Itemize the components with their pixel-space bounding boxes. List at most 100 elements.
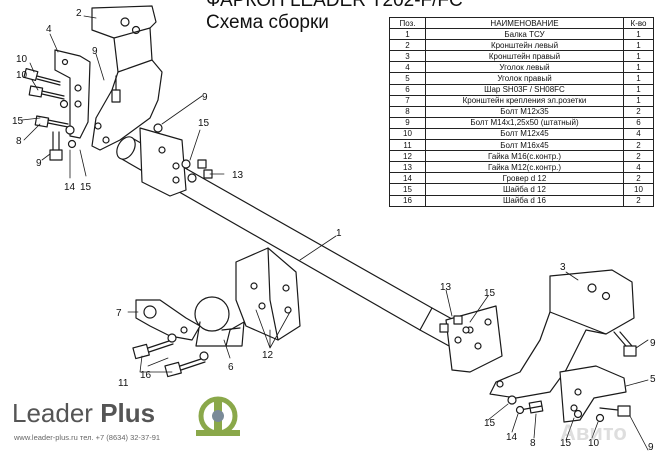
row-qty: 1 — [623, 39, 654, 52]
row-name: Кронштейн левый — [425, 39, 624, 52]
row-qty: 6 — [623, 116, 654, 129]
callout-9-left: 9 — [36, 158, 42, 169]
row-qty: 1 — [623, 28, 654, 41]
callout-8-right: 8 — [530, 438, 536, 449]
callout-15-right-top: 15 — [484, 288, 496, 299]
callout-9-bottom-right: 9 — [648, 442, 654, 453]
socket-bracket-part — [135, 299, 201, 341]
row-pos: 5 — [389, 72, 426, 85]
brand-name: Leader Plus — [12, 398, 155, 429]
row-pos: 8 — [389, 105, 426, 118]
diagram-title-line2: Схема сборки — [206, 12, 329, 33]
callout-5: 5 — [650, 374, 656, 385]
callout-12: 12 — [262, 350, 274, 361]
diagram-title-line1: ФАРКОП LEADER T202-F/FC — [206, 0, 463, 11]
callout-3: 3 — [560, 262, 566, 273]
callout-11: 11 — [118, 378, 129, 389]
callout-9-top: 9 — [92, 46, 98, 57]
crossbar-beam-part — [116, 127, 503, 373]
callout-13-left: 13 — [232, 170, 244, 181]
callout-14-left: 14 — [64, 182, 76, 193]
row-name: Кронштейн правый — [425, 50, 624, 63]
col-header-pos: Поз. — [389, 16, 426, 30]
row-name: Болт M12x45 — [425, 127, 624, 141]
left-angle-part — [54, 49, 91, 139]
callout-15-right-bottom2: 15 — [560, 438, 572, 449]
row-pos: 16 — [389, 194, 426, 207]
row-qty: 2 — [623, 194, 654, 207]
row-pos: 7 — [389, 94, 426, 107]
callout-13-right: 13 — [440, 282, 452, 293]
row-pos: 10 — [389, 127, 426, 141]
row-qty: 1 — [623, 72, 654, 85]
row-qty: 1 — [623, 61, 654, 74]
row-name: Болт M12x35 — [425, 105, 624, 118]
row-qty: 1 — [623, 83, 654, 96]
callout-16: 16 — [140, 370, 152, 381]
callout-10-mid: 10 — [16, 70, 28, 81]
row-name: Уголок левый — [425, 61, 624, 74]
row-pos: 1 — [389, 28, 426, 41]
row-pos: 2 — [389, 39, 426, 52]
col-header-name: НАИМЕНОВАНИЕ — [425, 16, 624, 30]
row-qty: 2 — [623, 139, 654, 152]
brand-logo-icon — [196, 396, 240, 436]
callout-4: 4 — [46, 24, 52, 35]
callout-10-right: 10 — [588, 438, 600, 449]
row-pos: 4 — [389, 61, 426, 74]
callout-6: 6 — [228, 362, 234, 373]
row-name: Балка ТСУ — [425, 28, 624, 41]
callout-14-right: 14 — [506, 432, 518, 443]
row-qty: 4 — [623, 127, 654, 141]
right-bolts — [439, 315, 637, 423]
callout-15-left: 15 — [12, 116, 24, 127]
callout-15-left2: 15 — [80, 182, 92, 193]
row-name: Кронштейн крепления эл.розетки — [425, 94, 624, 107]
callout-1: 1 — [336, 228, 342, 239]
row-name: Болт M14x1,25x50 (штатный) — [425, 116, 624, 129]
callout-9-mid: 9 — [202, 92, 208, 103]
row-qty: 1 — [623, 94, 654, 107]
row-name: Гайка M12(с.контр.) — [425, 161, 624, 174]
callout-15-mid: 15 — [198, 118, 210, 129]
callout-8-left: 8 — [16, 136, 22, 147]
row-pos: 14 — [389, 172, 426, 185]
left-nuts — [181, 159, 213, 183]
tow-ball-part — [194, 296, 245, 347]
row-pos: 3 — [389, 50, 426, 63]
row-name: Шайба d 16 — [425, 194, 624, 207]
row-qty: 2 — [623, 150, 654, 163]
callout-2: 2 — [76, 8, 82, 19]
row-pos: 13 — [389, 161, 426, 174]
callout-7: 7 — [116, 308, 122, 319]
row-qty: 2 — [623, 172, 654, 185]
row-pos: 12 — [389, 150, 426, 163]
parts-table-header: Поз. НАИМЕНОВАНИЕ К-во — [389, 16, 654, 30]
row-pos: 11 — [389, 139, 426, 152]
right-bracket-part — [489, 269, 635, 399]
row-name: Гровер d 12 — [425, 172, 624, 185]
callout-10-top: 10 — [16, 54, 28, 65]
row-name: Болт M16x45 — [425, 139, 624, 152]
row-name: Шайба d 12 — [425, 183, 624, 196]
brand-name-bold: Plus — [100, 398, 156, 428]
row-qty: 10 — [623, 183, 654, 196]
left-bolts — [23, 67, 163, 161]
